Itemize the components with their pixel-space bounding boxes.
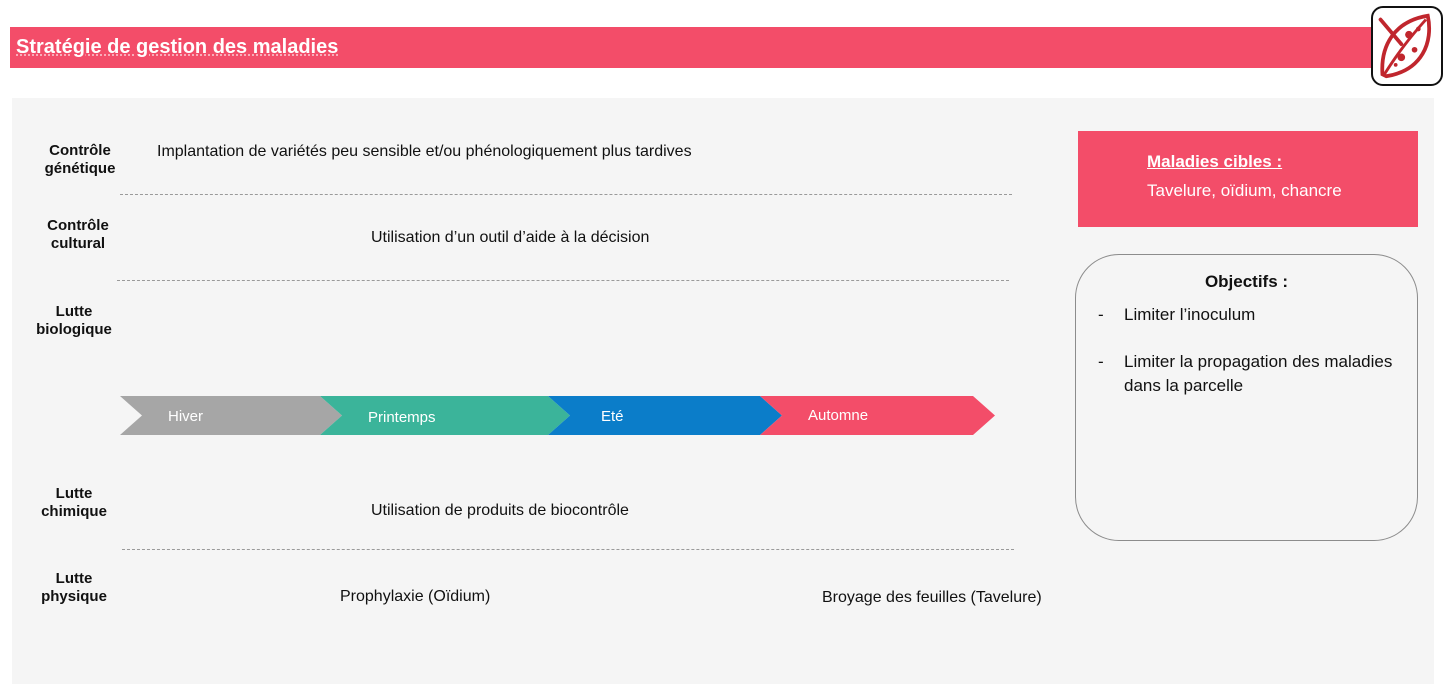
bullet-dash: -: [1098, 305, 1104, 324]
physical-control-text-1: Prophylaxie (Oïdium): [340, 588, 491, 605]
target-diseases-box: Maladies cibles : Tavelure, oïdium, chan…: [1078, 131, 1418, 227]
target-diseases-text: Tavelure, oïdium, chancre: [1147, 181, 1342, 200]
page-title: Stratégie de gestion des maladies: [16, 36, 339, 58]
season-label-autumn: Automne: [808, 407, 868, 424]
title-bar: Stratégie de gestion des maladies: [10, 27, 1372, 68]
genetic-control-text: Implantation de variétés peu sensible et…: [157, 143, 692, 160]
season-segment-spring: [320, 396, 570, 435]
target-diseases-title: Maladies cibles :: [1147, 152, 1283, 171]
season-label-spring: Printemps: [368, 409, 436, 426]
season-segment-winter: [120, 396, 342, 435]
divider-chemical: [122, 549, 1014, 550]
physical-control-text-2: Broyage des feuilles (Tavelure): [822, 589, 1042, 606]
season-segment-autumn: [760, 396, 995, 435]
season-label-winter: Hiver: [168, 408, 203, 425]
bullet-dash: -: [1098, 352, 1104, 371]
objective-item-2: - Limiter la propagation des maladies da…: [1098, 352, 1393, 395]
objectives-title: Objectifs :: [1204, 272, 1289, 291]
divider-genetic: [120, 194, 1012, 195]
season-segment-summer: [548, 396, 782, 435]
objective-item-1: - Limiter l’inoculum: [1098, 303, 1394, 327]
objectives-box: Objectifs : - Limiter l’inoculum - Limit…: [1075, 254, 1418, 541]
cultural-control-text: Utilisation d’un outil d’aide à la décis…: [371, 229, 650, 246]
chemical-control-text: Utilisation de produits de biocontrôle: [371, 502, 629, 519]
season-timeline: Hiver Printemps Eté Automne: [120, 396, 995, 435]
season-label-summer: Eté: [601, 408, 624, 425]
diseased-leaf-icon: [1371, 6, 1443, 86]
divider-cultural: [117, 280, 1009, 281]
